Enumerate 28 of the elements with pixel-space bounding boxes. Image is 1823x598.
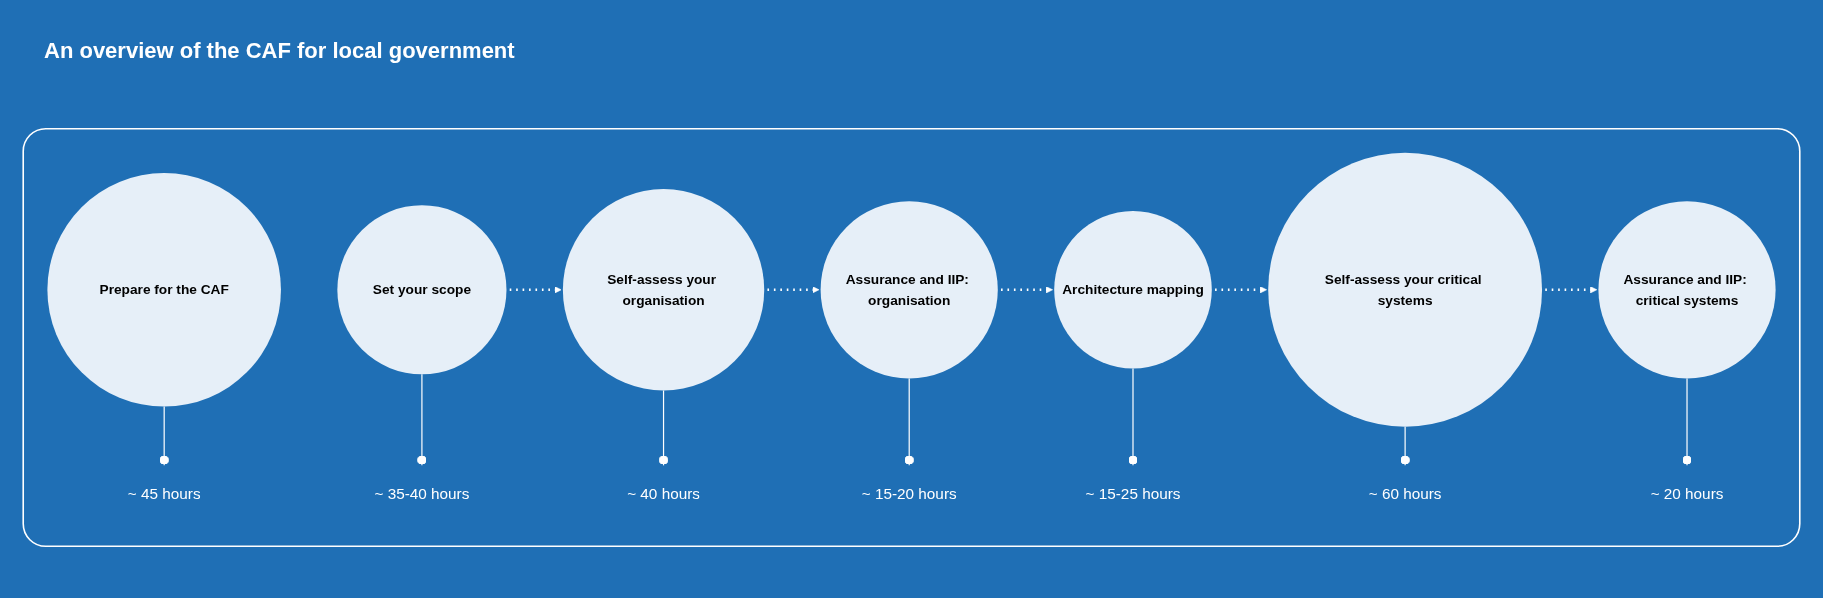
node-text: ~ 45 hours bbox=[127, 485, 201, 503]
arrow bbox=[767, 286, 820, 294]
diagram-title: An overview of the CAF for local government bbox=[44, 38, 515, 64]
node-circle: Prepare for the CAF bbox=[47, 173, 281, 407]
connector bbox=[658, 389, 669, 466]
connector bbox=[904, 377, 915, 466]
node-text: ~ 60 hours bbox=[1368, 485, 1442, 503]
node-text: ~ 15-25 hours bbox=[1085, 485, 1181, 503]
connector bbox=[1128, 368, 1138, 466]
connector bbox=[1400, 426, 1410, 466]
arrow bbox=[1545, 286, 1598, 294]
arrow bbox=[1215, 286, 1267, 294]
node-text: ~ 40 hours bbox=[627, 485, 700, 503]
node-circle: Self-assess your critical systems bbox=[1268, 152, 1543, 427]
arrow bbox=[1001, 286, 1053, 294]
node-circle: Assurance and IIP: organisation bbox=[820, 201, 998, 379]
node-circle: Assurance and IIP: critical systems bbox=[1598, 201, 1776, 379]
node-circle: Self-assess your organisation bbox=[562, 189, 765, 391]
connector bbox=[1682, 377, 1692, 466]
node-text: ~ 15-20 hours bbox=[861, 485, 957, 503]
node-circle: Set your scope bbox=[337, 205, 507, 375]
node-text: ~ 20 hours bbox=[1650, 485, 1724, 503]
node-circle: Architecture mapping bbox=[1054, 210, 1212, 369]
node-text: ~ 35-40 hours bbox=[374, 485, 470, 503]
connector bbox=[159, 405, 170, 466]
arrow bbox=[509, 286, 562, 294]
connector bbox=[417, 373, 427, 466]
cluster bbox=[22, 127, 1801, 548]
